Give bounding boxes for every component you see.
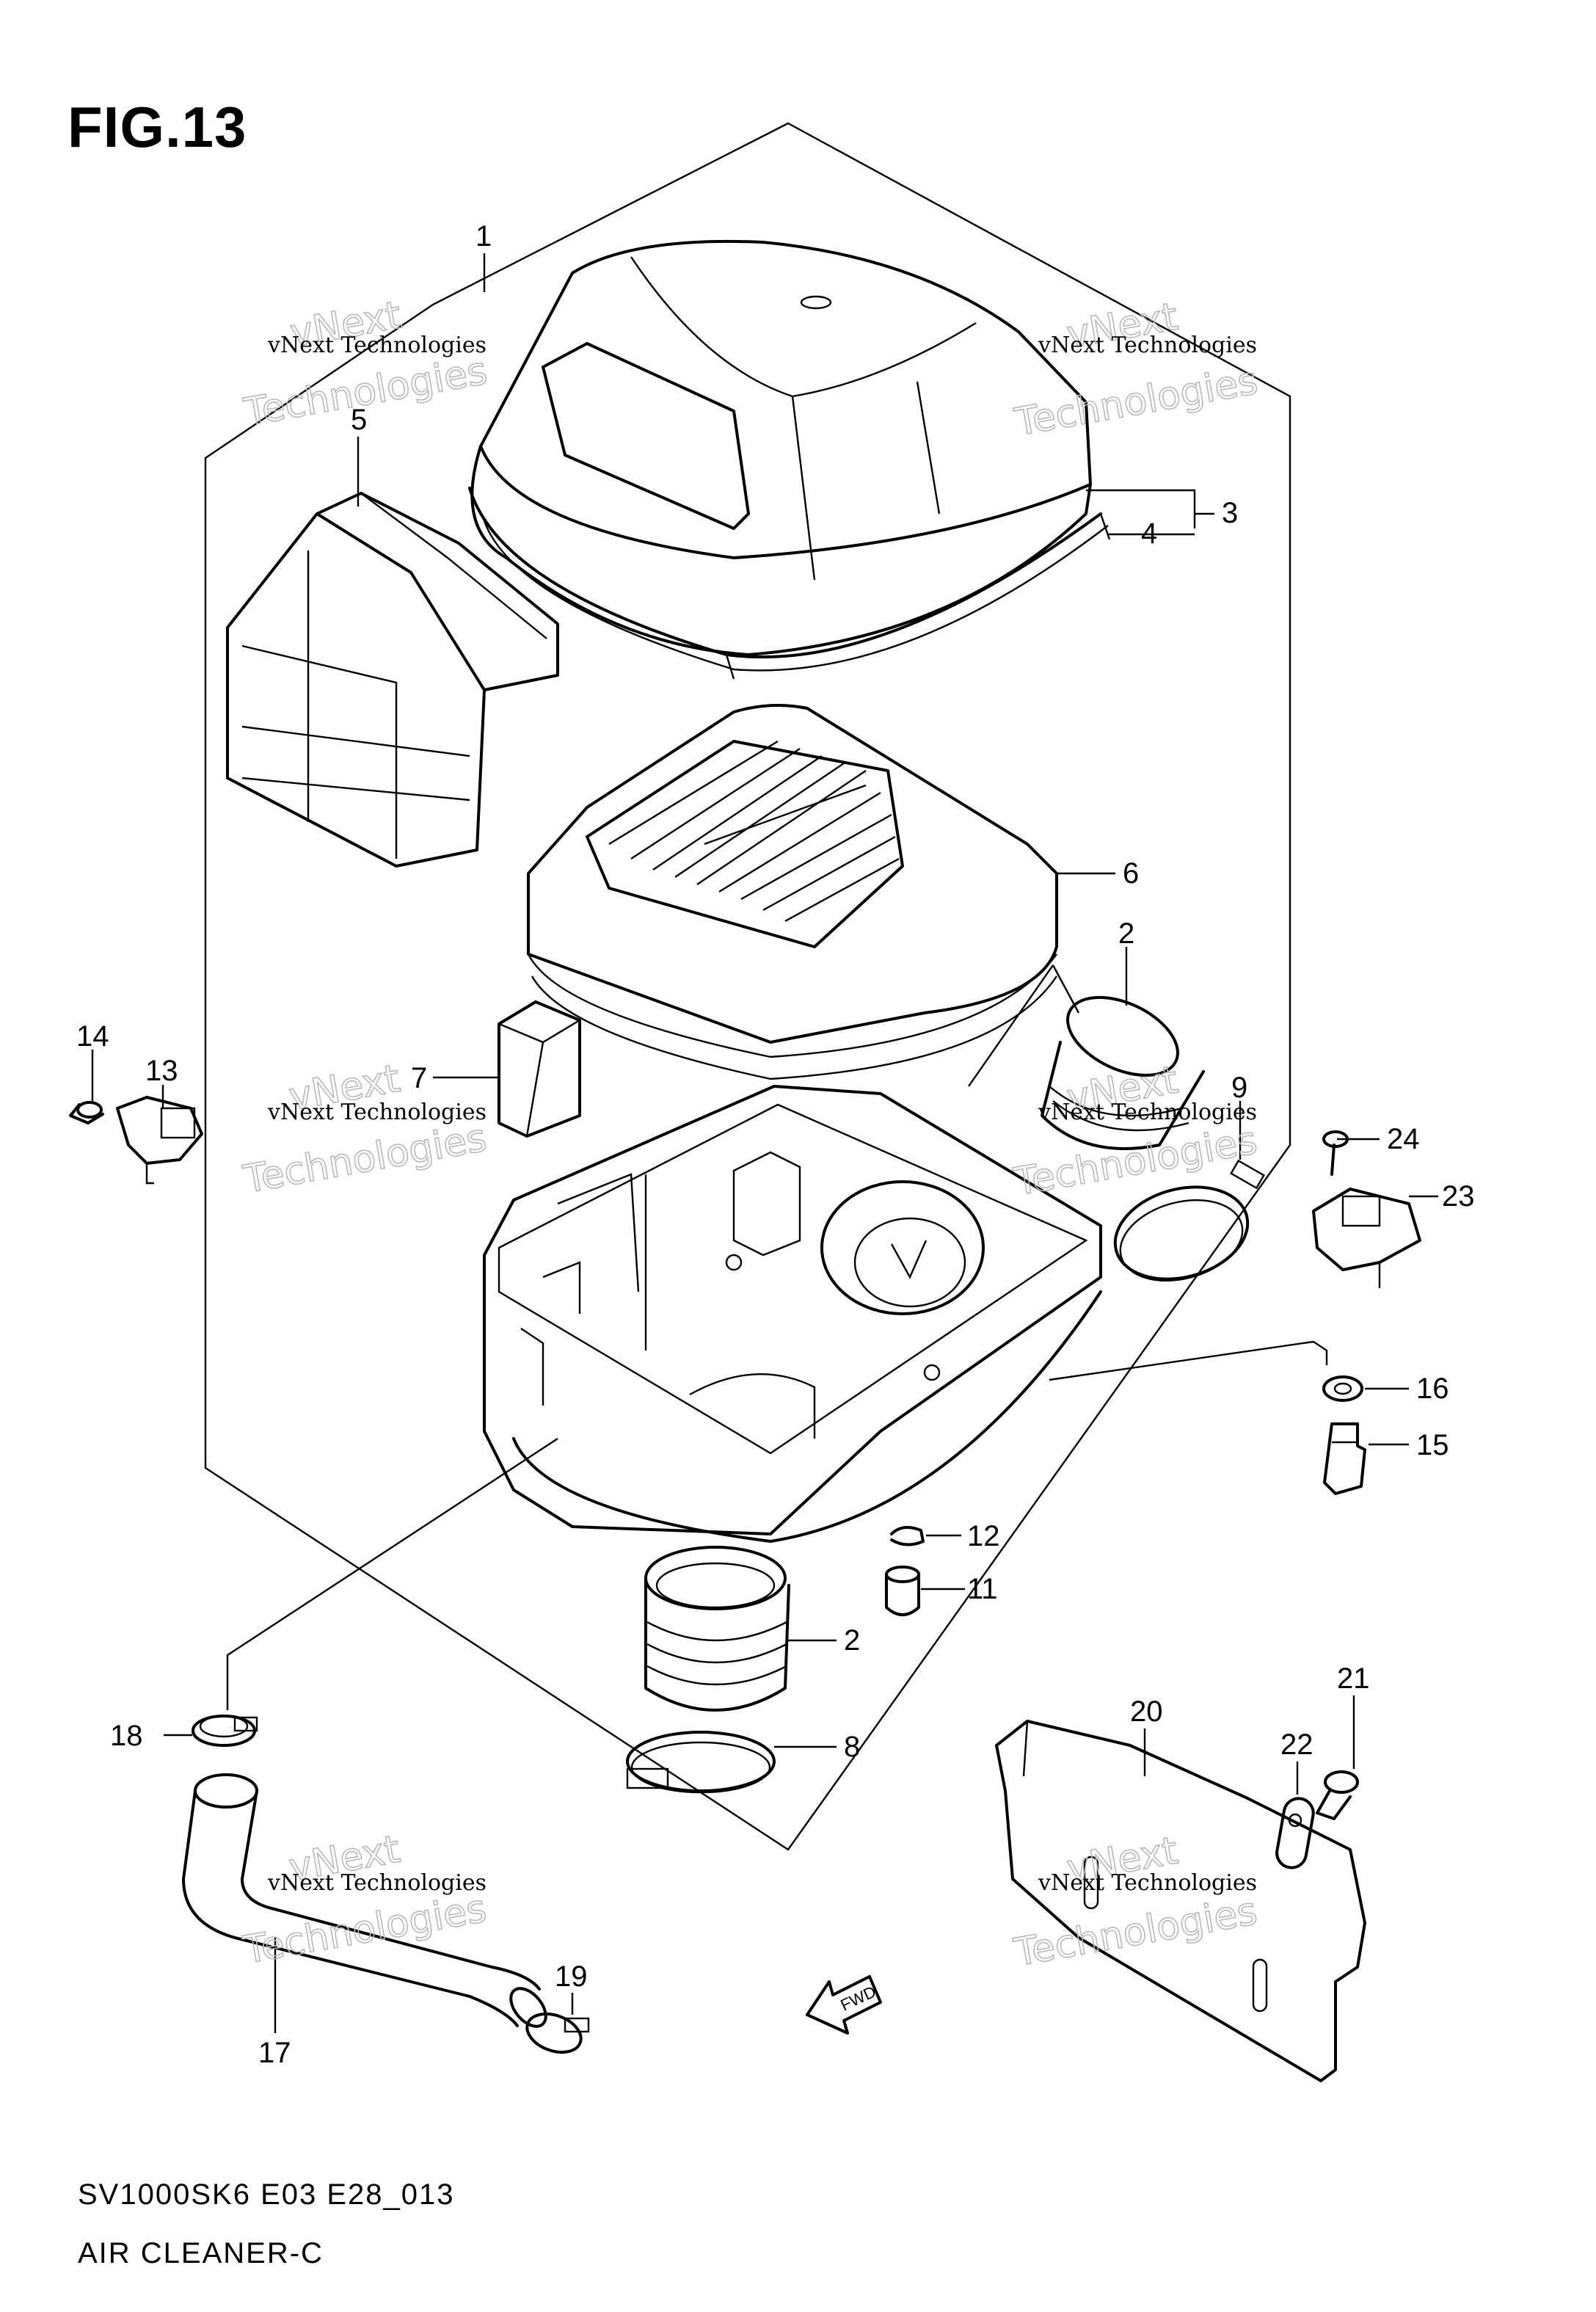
part-9-clamp bbox=[1113, 1159, 1265, 1282]
callout-24: 24 bbox=[1387, 1123, 1420, 1155]
air-cleaner-case bbox=[483, 1085, 1102, 1543]
callout-2b: 2 bbox=[844, 1624, 860, 1657]
part-21-bolt bbox=[1316, 1770, 1359, 1820]
callout-9: 9 bbox=[1231, 1072, 1247, 1104]
callout-4: 4 bbox=[1141, 517, 1157, 550]
fwd-label: FWD bbox=[838, 1982, 879, 2015]
callout-2a: 2 bbox=[1118, 917, 1134, 950]
part-13-sensor bbox=[116, 1096, 203, 1185]
callout-16: 16 bbox=[1416, 1373, 1449, 1405]
callout-12: 12 bbox=[967, 1520, 1000, 1552]
watermark-large: Technologies bbox=[240, 1887, 489, 1973]
callout-21: 21 bbox=[1337, 1662, 1370, 1695]
callout-13: 13 bbox=[145, 1055, 178, 1087]
part-1-air-cleaner-cap bbox=[468, 239, 1111, 680]
assembly-boundary bbox=[204, 122, 1291, 1851]
callout-15: 15 bbox=[1416, 1429, 1449, 1461]
callout-6: 6 bbox=[1123, 857, 1139, 890]
part-8-clamp bbox=[626, 1731, 776, 1794]
callout-22: 22 bbox=[1280, 1728, 1313, 1761]
part-15-sensor bbox=[1323, 1422, 1366, 1495]
part-12-clip bbox=[890, 1526, 925, 1546]
watermark-text: vNext Technologies bbox=[267, 1099, 487, 1125]
watermark-text: vNext Technologies bbox=[267, 332, 487, 358]
model-code: SV1000SK6 E03 E28_013 bbox=[78, 2178, 455, 2211]
callout-11: 11 bbox=[967, 1573, 998, 1605]
callout-14: 14 bbox=[76, 1020, 109, 1053]
callout-17: 17 bbox=[258, 2037, 291, 2069]
callout-1: 1 bbox=[475, 220, 492, 252]
callout-18: 18 bbox=[110, 1720, 143, 1752]
part-2-lower-tube bbox=[644, 1546, 790, 1712]
figure-title: FIG.13 bbox=[68, 95, 247, 159]
part-5-intake-duct bbox=[226, 492, 559, 868]
watermark-6: Technologies vNext bbox=[1010, 1828, 1261, 1976]
part-2-upper-outlet-tube bbox=[1041, 996, 1205, 1150]
callout-19: 19 bbox=[555, 1960, 588, 1993]
part-17-drain-hose bbox=[182, 1773, 547, 2028]
callout-3: 3 bbox=[1222, 497, 1238, 529]
part-24-screw bbox=[1322, 1130, 1349, 1176]
callout-20: 20 bbox=[1130, 1695, 1163, 1728]
watermark-text: vNext Technologies bbox=[1038, 1870, 1257, 1896]
watermark-large: Technologies bbox=[240, 1116, 489, 1202]
part-7-block bbox=[498, 1000, 581, 1138]
part-18-clamp bbox=[192, 1715, 258, 1747]
watermark-large: Technologies bbox=[1010, 1889, 1260, 1975]
callout-5: 5 bbox=[351, 404, 367, 436]
watermark-text: vNext Technologies bbox=[1038, 1099, 1257, 1125]
watermark-2: Technologies vNext bbox=[1010, 294, 1261, 446]
part-14-screw bbox=[69, 1101, 104, 1124]
part-22-clip bbox=[1275, 1797, 1315, 1869]
callout-8: 8 bbox=[844, 1731, 860, 1763]
watermark-text: vNext Technologies bbox=[1038, 332, 1257, 358]
callout-numbers: 1 5 3 4 6 2 9 7 14 13 24 23 16 15 12 11 … bbox=[76, 220, 1475, 2069]
fwd-arrow-icon: FWD bbox=[806, 1975, 882, 2035]
callout-7: 7 bbox=[411, 1062, 427, 1094]
part-19-clamp bbox=[525, 2012, 590, 2054]
watermark-large: Technologies bbox=[1011, 359, 1261, 445]
part-16-washer bbox=[1322, 1375, 1363, 1402]
callout-23: 23 bbox=[1442, 1180, 1475, 1213]
part-6-filter-element bbox=[527, 704, 1058, 1080]
leader-lines bbox=[91, 253, 1438, 2033]
watermark-4: Technologies vNext bbox=[1010, 1058, 1261, 1205]
watermark-text: vNext Technologies bbox=[267, 1870, 487, 1896]
section-name: AIR CLEANER-C bbox=[78, 2237, 324, 2269]
part-11-cap bbox=[885, 1566, 920, 1616]
part-20-plate bbox=[995, 1720, 1366, 2082]
part-23-sensor bbox=[1312, 1188, 1421, 1288]
